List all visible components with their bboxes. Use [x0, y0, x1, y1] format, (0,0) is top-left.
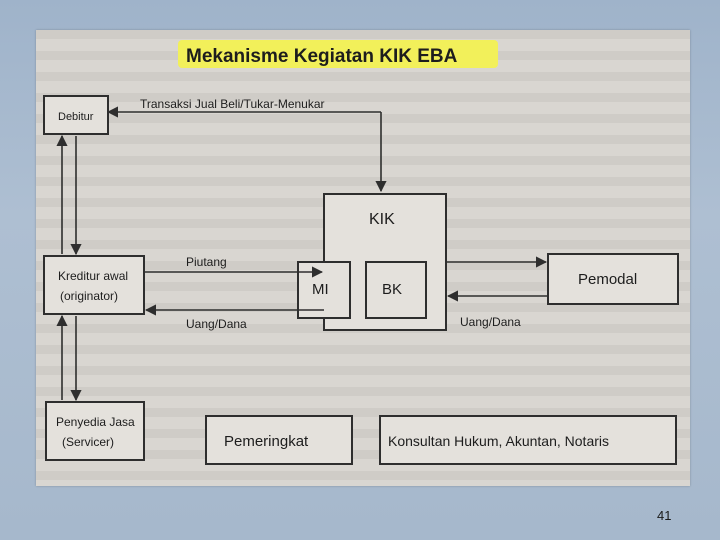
node-debitur-label: Debitur: [58, 111, 94, 123]
node-penyedia-jasa: [45, 401, 145, 461]
edge-piutang-label: Piutang: [186, 255, 227, 269]
node-bk: [365, 261, 427, 319]
node-debitur: [43, 95, 109, 135]
node-pemeringkat: [205, 415, 353, 465]
node-kreditur-label-1: Kreditur awal: [58, 269, 128, 283]
node-kreditur-awal: [43, 255, 145, 315]
diagram-photo: Mekanisme Kegiatan KIK EBA Debitur Kredi…: [36, 30, 690, 486]
mechanism-diagram: Mekanisme Kegiatan KIK EBA Debitur Kredi…: [43, 40, 679, 465]
node-kik-label: KIK: [369, 211, 395, 228]
edge-uang-dana-right-label: Uang/Dana: [460, 315, 521, 329]
node-kreditur-label-2: (originator): [60, 289, 118, 303]
node-bk-label: BK: [382, 281, 402, 298]
title-highlight: [178, 40, 498, 68]
node-penyedia-label-1: Penyedia Jasa: [56, 415, 135, 429]
node-pemodal: [547, 253, 679, 305]
slide-number: 41: [657, 508, 672, 523]
edge-transaksi-label: Transaksi Jual Beli/Tukar-Menukar: [140, 97, 325, 111]
node-mi-label: MI: [312, 281, 329, 298]
node-pemeringkat-label: Pemeringkat: [224, 433, 309, 450]
node-pemodal-label: Pemodal: [578, 271, 637, 288]
edge-uang-dana-left-label: Uang/Dana: [186, 317, 247, 331]
node-penyedia-label-2: (Servicer): [62, 435, 114, 449]
node-konsultan-label: Konsultan Hukum, Akuntan, Notaris: [388, 433, 609, 449]
node-konsultan: [379, 415, 677, 465]
diagram-title: Mekanisme Kegiatan KIK EBA: [186, 46, 458, 67]
